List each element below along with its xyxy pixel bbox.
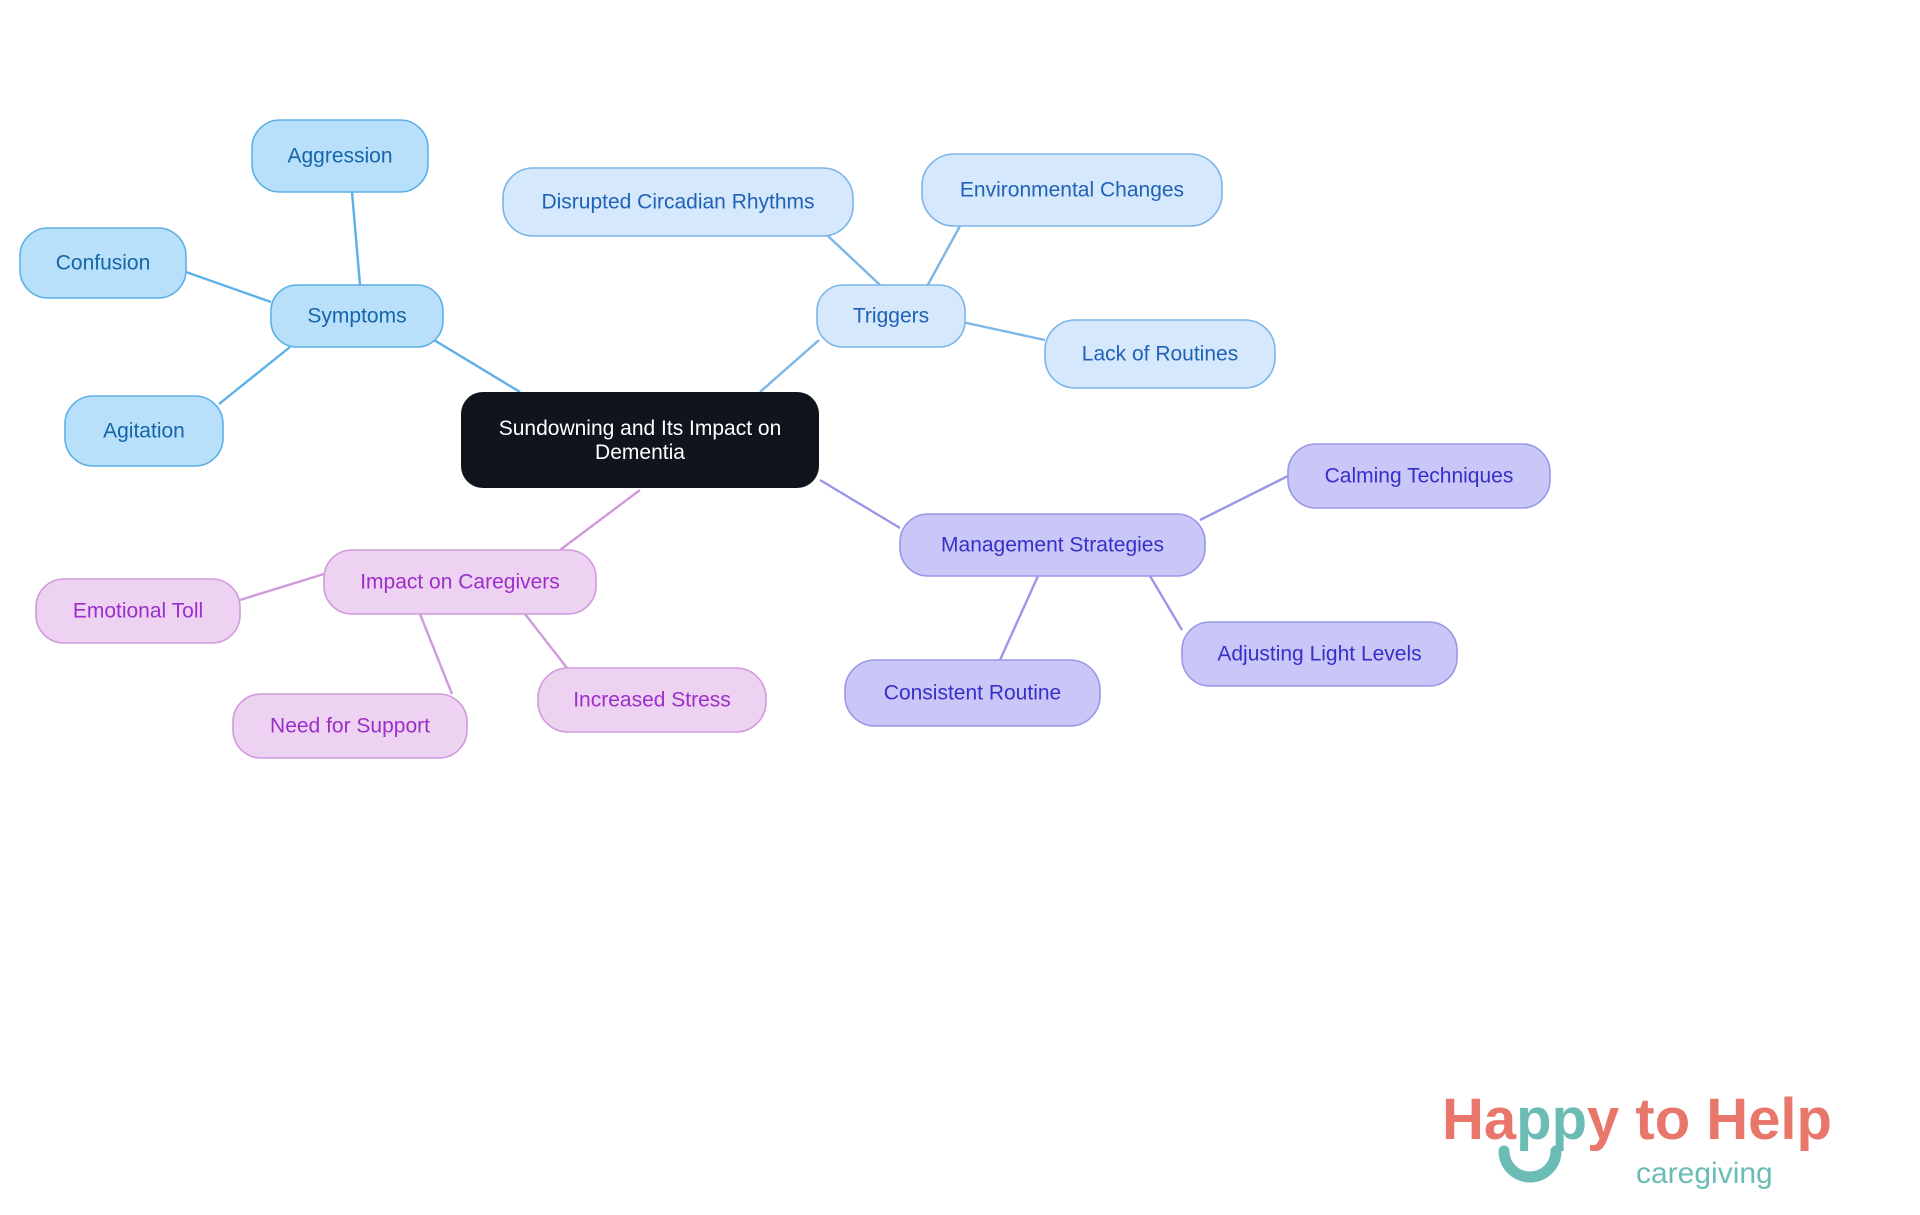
- node-consistent-label: Consistent Routine: [884, 682, 1061, 705]
- logo-tagline: caregiving: [1636, 1157, 1773, 1190]
- edge-aggression-symptoms: [350, 191, 362, 286]
- node-agitation-label: Agitation: [103, 420, 185, 443]
- edge-triggers-root: [759, 339, 820, 393]
- node-aggression[interactable]: Aggression: [251, 119, 429, 193]
- node-circadian-shape: [502, 167, 854, 237]
- logo-wordmark: Happy to Help: [1442, 1087, 1832, 1152]
- node-symptoms-shape: [270, 284, 444, 348]
- node-consistent[interactable]: Consistent Routine: [844, 659, 1101, 727]
- edge-circadian-triggers: [827, 235, 881, 286]
- edge-lackroutine-triggers: [961, 320, 1046, 342]
- node-emotional[interactable]: Emotional Toll: [35, 578, 241, 644]
- edge-confusion-symptoms: [185, 270, 272, 304]
- node-caregivers-shape: [323, 549, 597, 615]
- node-triggers-shape: [816, 284, 966, 348]
- node-agitation[interactable]: Agitation: [64, 395, 224, 467]
- node-emotional-shape: [35, 578, 241, 644]
- node-consistent-shape: [844, 659, 1101, 727]
- node-calming-label: Calming Techniques: [1325, 465, 1514, 488]
- edge-increased-caregivers: [524, 613, 568, 669]
- edge-emotional-caregivers: [239, 572, 325, 602]
- node-emotional-label: Emotional Toll: [73, 600, 203, 623]
- edge-agitation-symptoms: [218, 346, 291, 405]
- node-calming[interactable]: Calming Techniques: [1287, 443, 1551, 509]
- node-confusion-shape: [19, 227, 187, 299]
- node-symptoms[interactable]: Symptoms: [270, 284, 444, 348]
- edge-calming-management: [1199, 474, 1289, 522]
- happy-to-help-logo-svg: Happy to Help caregiving: [1442, 1087, 1832, 1190]
- node-adjusting-label: Adjusting Light Levels: [1217, 643, 1421, 666]
- node-caregivers[interactable]: Impact on Caregivers: [323, 549, 597, 615]
- node-circadian[interactable]: Disrupted Circadian Rhythms: [502, 167, 854, 237]
- node-increased[interactable]: Increased Stress: [537, 667, 767, 733]
- edge-envchanges-triggers: [923, 225, 962, 291]
- node-lackroutine-shape: [1044, 319, 1276, 389]
- edge-adjusting-management: [1148, 575, 1184, 631]
- node-calming-shape: [1287, 443, 1551, 509]
- node-triggers[interactable]: Triggers: [816, 284, 966, 348]
- node-envchanges-label: Environmental Changes: [960, 179, 1184, 202]
- node-needsupport-shape: [232, 693, 468, 759]
- node-adjusting[interactable]: Adjusting Light Levels: [1181, 621, 1458, 687]
- node-aggression-shape: [251, 119, 429, 193]
- node-envchanges-shape: [921, 153, 1223, 227]
- node-confusion[interactable]: Confusion: [19, 227, 187, 299]
- edge-consistent-management: [998, 575, 1040, 661]
- node-confusion-label: Confusion: [56, 252, 151, 275]
- node-management-label: Management Strategies: [941, 534, 1164, 557]
- node-symptoms-label: Symptoms: [307, 305, 406, 328]
- edge-symptoms-root: [433, 338, 521, 394]
- node-aggression-label: Aggression: [287, 145, 392, 168]
- edge-caregivers-root: [559, 489, 641, 551]
- node-agitation-shape: [64, 395, 224, 467]
- node-increased-shape: [537, 667, 767, 733]
- node-adjusting-shape: [1181, 621, 1458, 687]
- node-triggers-label: Triggers: [853, 305, 929, 328]
- node-needsupport-label: Need for Support: [270, 715, 430, 738]
- node-envchanges[interactable]: Environmental Changes: [921, 153, 1223, 227]
- node-caregivers-label: Impact on Caregivers: [360, 571, 560, 594]
- node-lackroutine-label: Lack of Routines: [1082, 343, 1238, 366]
- smile-arc-icon: [1498, 1145, 1562, 1183]
- node-management[interactable]: Management Strategies: [899, 513, 1206, 577]
- node-needsupport[interactable]: Need for Support: [232, 693, 468, 759]
- node-management-shape: [899, 513, 1206, 577]
- brand-logo: Happy to Help caregiving: [1442, 1077, 1862, 1197]
- node-circadian-label: Disrupted Circadian Rhythms: [541, 191, 814, 214]
- edge-needsupport-caregivers: [418, 613, 454, 695]
- node-lackroutine[interactable]: Lack of Routines: [1044, 319, 1276, 389]
- edge-management-root: [819, 478, 901, 530]
- node-root-shape: [461, 392, 819, 488]
- node-increased-label: Increased Stress: [573, 689, 731, 712]
- edges-layer: [185, 191, 1289, 695]
